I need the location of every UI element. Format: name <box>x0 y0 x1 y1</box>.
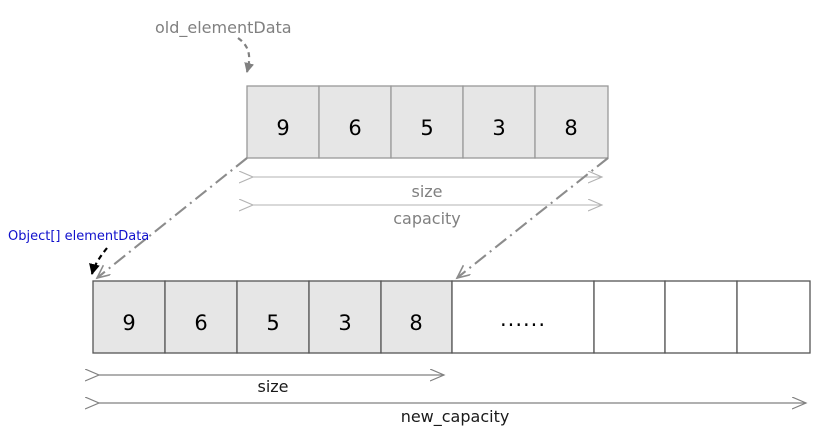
new-array-cells: 9 6 5 3 8 ...... <box>92 280 811 354</box>
old-element-data-label: old_elementData <box>155 18 292 38</box>
new-array-cell-4 <box>380 280 453 354</box>
new-array-cell-7 <box>664 280 738 354</box>
copy-projection-lines <box>97 157 609 278</box>
left-boundary-projection-line <box>97 157 248 278</box>
old-array-group: old_elementData 9 6 5 3 8 size c <box>155 18 609 228</box>
old-array-size-label: size <box>411 182 442 201</box>
new-array-cell-6 <box>593 280 666 354</box>
old-array-cell-2 <box>390 85 464 159</box>
new-array-cell-5 <box>451 280 595 354</box>
old-array-cell-4-value: 8 <box>564 116 577 140</box>
old-array-cell-1-value: 6 <box>348 116 361 140</box>
old-element-data-pointer-arrow <box>237 37 255 73</box>
new-element-data-pointer-arrow <box>89 247 108 275</box>
new-array-new-capacity-label: new_capacity <box>401 407 510 427</box>
new-array-cell-3-value: 3 <box>338 311 351 335</box>
new-array-cell-2-value: 5 <box>266 311 279 335</box>
old-array-cell-2-value: 5 <box>420 116 433 140</box>
new-array-cell-2 <box>236 280 310 354</box>
new-array-cell-1-value: 6 <box>194 311 207 335</box>
new-array-cell-1 <box>164 280 238 354</box>
old-array-cell-3-value: 3 <box>492 116 505 140</box>
new-array-cell-4-value: 8 <box>409 311 422 335</box>
new-array-cell-0 <box>92 280 166 354</box>
new-array-group: Object[] elementData 9 6 5 3 8 ...... <box>8 229 811 427</box>
old-array-cell-0 <box>246 85 320 159</box>
old-array-cell-1 <box>318 85 392 159</box>
new-array-cell-5-value: ...... <box>500 307 546 331</box>
new-array-cell-8 <box>736 280 811 354</box>
new-array-cell-0-value: 9 <box>122 311 135 335</box>
old-array-cells: 9 6 5 3 8 <box>246 85 609 159</box>
old-array-cell-0-value: 9 <box>276 116 289 140</box>
old-array-capacity-label: capacity <box>393 209 461 228</box>
old-array-cell-4 <box>534 85 609 159</box>
new-element-data-label: Object[] elementData <box>8 229 149 244</box>
new-array-size-label: size <box>257 377 288 396</box>
right-boundary-projection-line <box>457 157 609 278</box>
new-array-cell-3 <box>308 280 382 354</box>
